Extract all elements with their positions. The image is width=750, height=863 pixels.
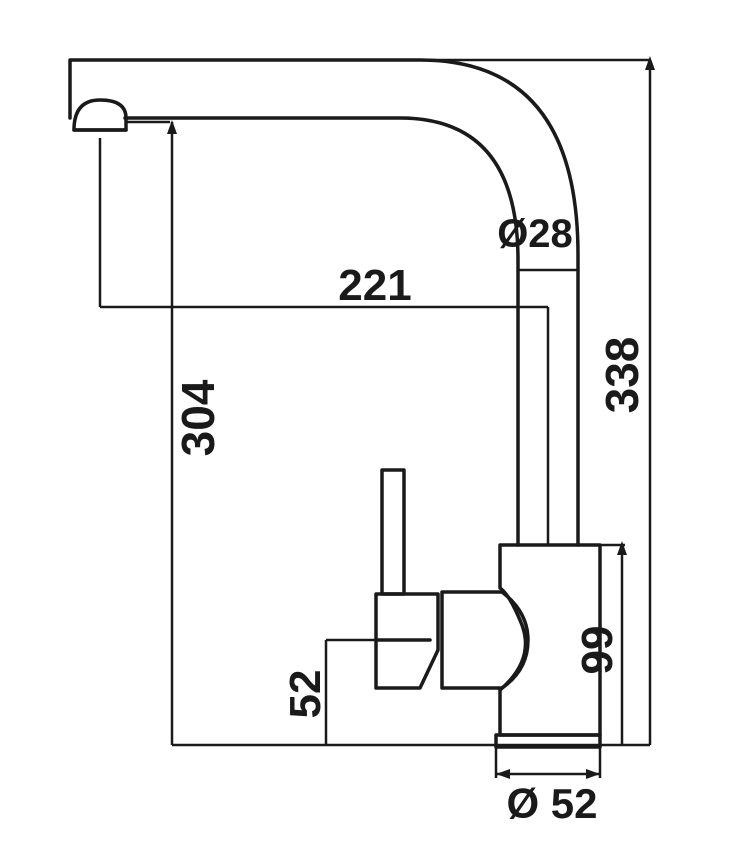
handle-hub bbox=[374, 592, 440, 690]
spout-outer-contour bbox=[68, 58, 580, 547]
handle-height-label: 52 bbox=[281, 670, 330, 719]
cartridge-housing bbox=[440, 590, 530, 690]
dimension-labels: 221 Ø28 304 338 99 52 Ø 52 bbox=[172, 212, 648, 827]
total-height-label: 338 bbox=[596, 337, 648, 414]
aerator-nozzle bbox=[72, 98, 128, 132]
spout-inner-contour bbox=[123, 116, 520, 547]
base-flange bbox=[494, 733, 602, 749]
faucet-outline bbox=[68, 58, 602, 749]
tube-diameter-label: Ø28 bbox=[497, 212, 573, 256]
spout-reach-label: 221 bbox=[338, 261, 411, 310]
base-diameter-arrow-left bbox=[496, 769, 510, 779]
base-diameter-arrow-right bbox=[586, 769, 600, 779]
base-diameter-label: Ø 52 bbox=[506, 780, 597, 827]
dimension-lines bbox=[70, 56, 655, 779]
body-height-label: 99 bbox=[573, 626, 622, 675]
body-height-arrow bbox=[617, 541, 627, 555]
handle-lever bbox=[380, 468, 406, 596]
spout-height-label: 304 bbox=[172, 379, 224, 456]
total-height-arrow bbox=[645, 56, 655, 70]
spout-height-arrow bbox=[167, 120, 177, 134]
